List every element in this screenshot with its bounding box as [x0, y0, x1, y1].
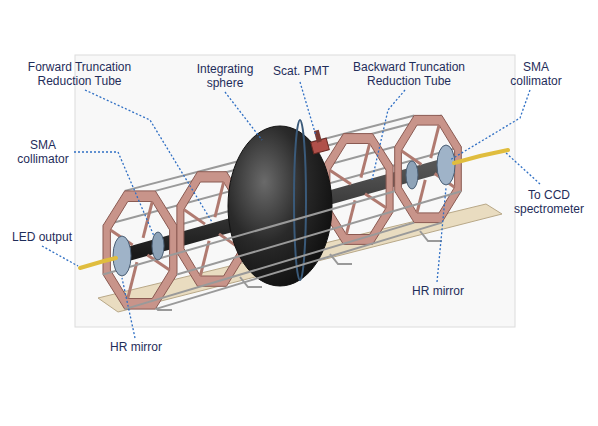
callout-label: Forward Truncation Reduction Tube: [12, 60, 147, 88]
frame-rings: [103, 115, 461, 309]
callout-label: Scat. PMT: [268, 64, 334, 78]
callout-label: HR mirror: [100, 340, 172, 354]
frame-rod: [103, 191, 395, 274]
ring-spoke: [330, 170, 351, 184]
callout-label: To CCD spectrometer: [508, 188, 590, 216]
callout-label: Integrating sphere: [190, 62, 260, 90]
ring-spoke: [215, 182, 224, 217]
ring-spoke: [361, 144, 370, 178]
frame-rod: [177, 191, 461, 274]
callout-label: SMA collimator: [500, 60, 572, 88]
callout-label: HR mirror: [402, 284, 474, 298]
frame-rod: [155, 223, 441, 310]
hr-mirror-left: [113, 236, 131, 276]
led-fiber: [80, 258, 116, 268]
image-frame: [75, 55, 515, 327]
octagon-ring: [395, 115, 462, 222]
callout-label: Backward Truncation Reduction Tube: [338, 60, 480, 88]
hr-mirror-right: [437, 145, 455, 185]
callout-label: SMA collimator: [12, 138, 74, 166]
octagon-ring: [103, 191, 177, 309]
ring-spoke: [184, 210, 205, 225]
ccd-fiber: [454, 150, 508, 163]
callout-label: LED output: [6, 230, 78, 244]
sma-collimator-right: [406, 161, 418, 189]
leader-lines: [42, 82, 540, 338]
pmt-cap: [314, 130, 322, 143]
frame-rod: [125, 223, 415, 310]
sma-collimator-left: [152, 232, 164, 260]
ring-spoke: [417, 180, 425, 213]
ring-spoke: [431, 125, 439, 158]
frame-rods-front: [103, 191, 461, 309]
